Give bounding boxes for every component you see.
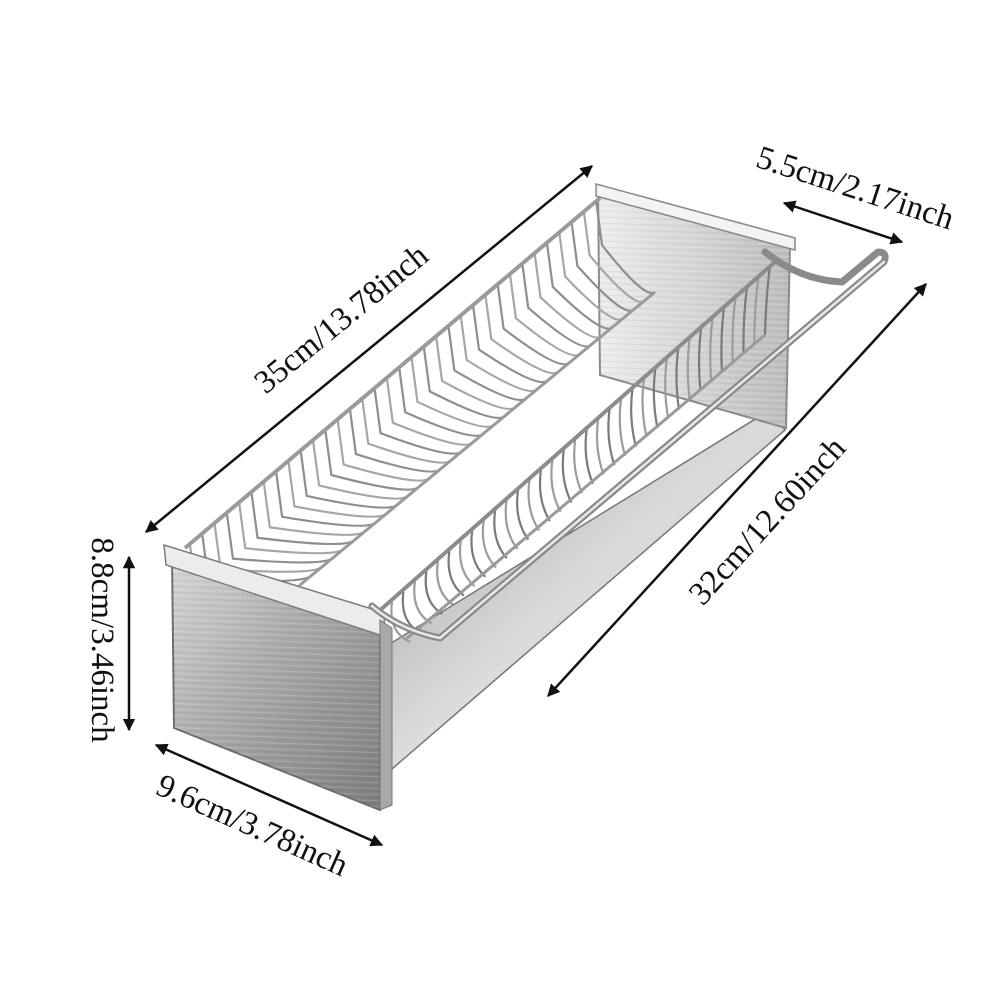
basket-wire	[573, 438, 584, 494]
basket-wire	[348, 408, 441, 473]
label-length-total: 35cm/13.78inch	[248, 237, 436, 401]
basket-wire	[410, 356, 495, 428]
arrow-depth	[782, 200, 904, 245]
label-depth: 5.5cm/2.17inch	[752, 140, 959, 238]
basket-wire	[516, 489, 530, 541]
dimension-arrows	[122, 165, 927, 847]
arrow-length-total	[145, 165, 593, 533]
basket-wire	[533, 252, 602, 339]
basket-wire	[595, 418, 605, 475]
basket-wire	[413, 581, 433, 625]
back-panel-lip	[595, 183, 796, 251]
basket-wire	[630, 388, 637, 447]
basket-wire	[550, 459, 562, 513]
basket-wire	[561, 449, 573, 503]
basket-wire	[436, 561, 454, 606]
arrow-length-inner	[547, 283, 927, 697]
basket-wire	[521, 262, 592, 348]
basket-wire	[447, 550, 465, 597]
dimension-labels: 35cm/13.78inch 5.5cm/2.17inch 32cm/12.60…	[84, 140, 959, 885]
basket-wire	[508, 273, 581, 357]
basket-wire	[225, 513, 333, 564]
basket-wire	[584, 428, 594, 485]
basket-wire	[361, 398, 452, 464]
arrow-width	[154, 743, 384, 847]
basket-wire	[538, 469, 551, 522]
front-panel-side-edge	[379, 619, 393, 811]
basket-wire	[336, 419, 430, 482]
label-height: 8.8cm/3.46inch	[84, 537, 120, 743]
basket-wire	[607, 408, 616, 466]
basket-wire	[618, 398, 627, 457]
basket-wire	[504, 500, 519, 550]
basket-wire	[527, 479, 541, 531]
basket-wire	[424, 571, 443, 616]
